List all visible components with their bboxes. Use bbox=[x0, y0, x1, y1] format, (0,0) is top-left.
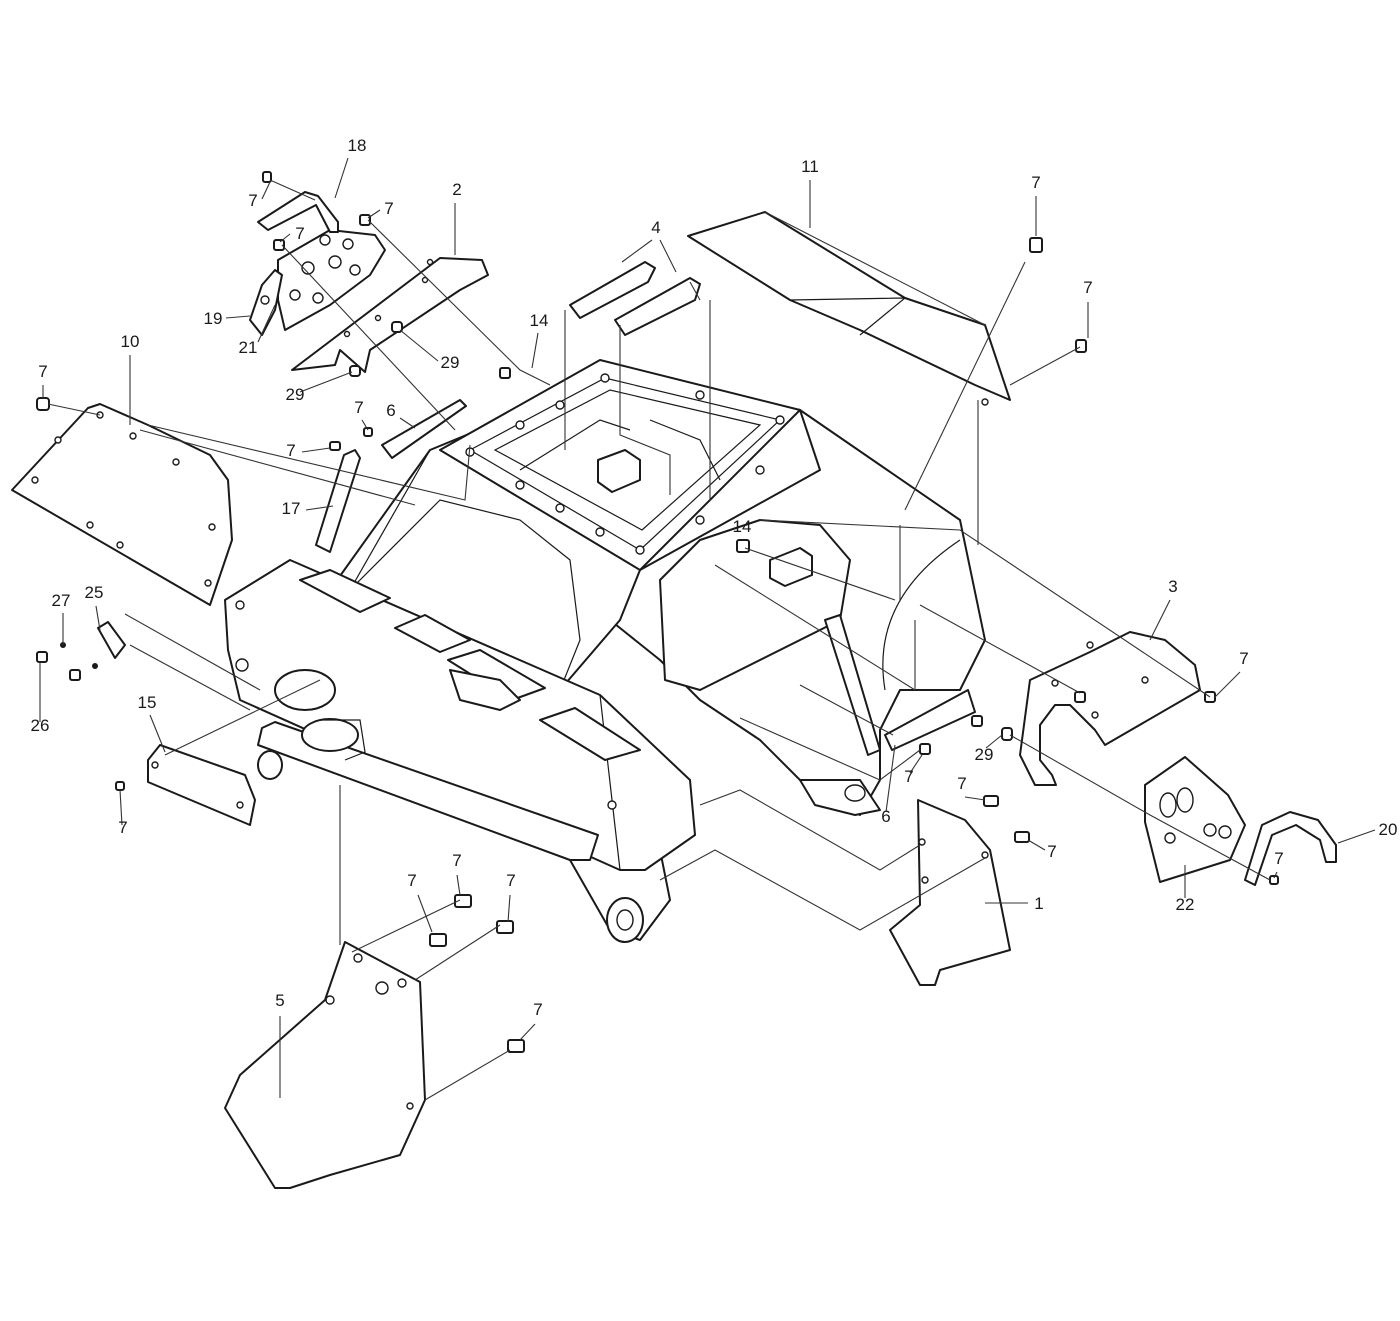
part-label-l29c: 29 bbox=[975, 745, 994, 764]
part-label-l7d: 7 bbox=[1031, 173, 1040, 192]
part-25-spacer bbox=[97, 621, 126, 659]
part-label-l7g: 7 bbox=[354, 398, 363, 417]
part-label-l17: 17 bbox=[282, 499, 301, 518]
part-label-l19: 19 bbox=[204, 309, 223, 328]
part-label-l3: 3 bbox=[1168, 577, 1177, 596]
part-label-l7o: 7 bbox=[452, 851, 461, 870]
part-label-l7f: 7 bbox=[38, 362, 47, 381]
part-11-top-cover bbox=[687, 211, 1011, 406]
part-label-l20: 20 bbox=[1379, 820, 1398, 839]
main-frame bbox=[224, 359, 986, 943]
part-label-l10: 10 bbox=[121, 332, 140, 351]
part-label-l7h: 7 bbox=[286, 441, 295, 460]
part-label-l7q: 7 bbox=[506, 871, 515, 890]
part-label-l7l: 7 bbox=[957, 774, 966, 793]
part-6-clip-lower bbox=[884, 689, 976, 751]
part-label-l29a: 29 bbox=[441, 353, 460, 372]
part-label-l5: 5 bbox=[275, 991, 284, 1010]
part-label-l25: 25 bbox=[85, 583, 104, 602]
part-label-l1: 1 bbox=[1034, 894, 1043, 913]
part-20-bracket bbox=[1244, 811, 1337, 886]
part-label-l2: 2 bbox=[452, 180, 461, 199]
part-6-clip-upper bbox=[381, 399, 467, 459]
part-label-l11: 11 bbox=[801, 157, 819, 176]
part-label-l4: 4 bbox=[651, 218, 660, 237]
part-22-plate bbox=[1144, 756, 1246, 883]
part-1-plate bbox=[889, 799, 1011, 986]
part-label-l7r: 7 bbox=[533, 1000, 542, 1019]
part-label-l15: 15 bbox=[138, 693, 157, 712]
part-label-l7i: 7 bbox=[1239, 649, 1248, 668]
part-17-strip bbox=[315, 449, 361, 553]
part-10-plate bbox=[11, 403, 233, 606]
part-label-l6a: 6 bbox=[386, 401, 395, 420]
part-label-l29b: 29 bbox=[286, 385, 305, 404]
part-label-l7b: 7 bbox=[384, 199, 393, 218]
part-4-brackets bbox=[569, 261, 701, 336]
part-label-l26: 26 bbox=[31, 716, 50, 735]
part-label-l14b: 14 bbox=[733, 517, 752, 536]
part-15-cover bbox=[147, 744, 256, 826]
part-label-l6b: 6 bbox=[881, 807, 890, 826]
bolt-set bbox=[36, 171, 1279, 1053]
part-19-bracket bbox=[249, 269, 283, 336]
part-label-l7p: 7 bbox=[407, 871, 416, 890]
part-label-l7e: 7 bbox=[1083, 278, 1092, 297]
part-2-plate bbox=[291, 257, 489, 373]
part-label-l22: 22 bbox=[1176, 895, 1195, 914]
part-label-l14a: 14 bbox=[530, 311, 549, 330]
part-5-plate bbox=[224, 941, 426, 1189]
part-21-perforated-plate bbox=[277, 229, 386, 331]
part-label-l7n: 7 bbox=[1274, 849, 1283, 868]
part-label-l7k: 7 bbox=[904, 767, 913, 786]
part-label-l7a: 7 bbox=[248, 191, 257, 210]
part-18-bracket bbox=[257, 191, 339, 233]
part-label-l21: 21 bbox=[239, 338, 258, 357]
part-label-l7j: 7 bbox=[118, 818, 127, 837]
part-label-l7m: 7 bbox=[1047, 842, 1056, 861]
part-label-l7c: 7 bbox=[295, 224, 304, 243]
part-3-cover bbox=[1019, 631, 1201, 786]
leader-lines bbox=[39, 157, 1376, 1101]
part-label-l18: 18 bbox=[348, 136, 367, 155]
part-label-l27: 27 bbox=[52, 591, 71, 610]
